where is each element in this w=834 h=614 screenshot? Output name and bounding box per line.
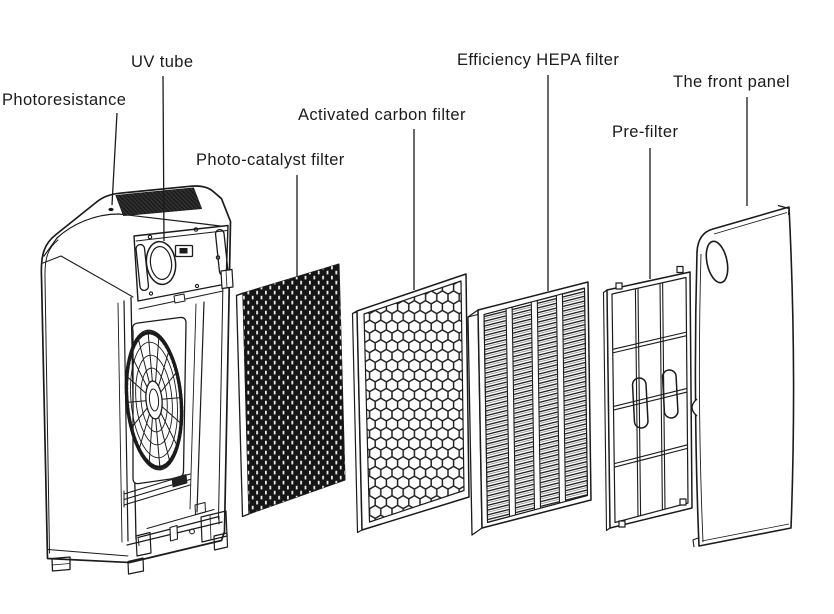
photo-catalyst-filter	[235, 263, 346, 518]
prefilter-frame-inner	[611, 276, 689, 524]
leader-photoresistance	[111, 112, 118, 206]
upper-back-panel	[133, 224, 234, 310]
pre-filter	[602, 265, 693, 532]
right-foot	[200, 510, 229, 551]
front-panel-hole	[705, 240, 729, 284]
slide-rails	[123, 473, 191, 508]
cap-front-edge	[43, 213, 229, 257]
switch	[174, 244, 194, 258]
photoresistance-sensor	[108, 207, 114, 212]
fan-hub	[145, 380, 163, 420]
top-air-outlet-vent	[115, 187, 202, 216]
leader-uv-tube	[162, 75, 165, 242]
base-notch	[169, 524, 179, 542]
leader-lines	[111, 75, 748, 291]
panel-band-tab	[173, 293, 186, 304]
label-photoresistance: Photoresistance	[2, 91, 127, 109]
label-photo-catalyst-filter: Photo-catalyst filter	[196, 151, 345, 169]
left-foot	[51, 556, 71, 572]
side-hook-bracket	[220, 268, 234, 290]
hepa-dividers	[505, 293, 567, 517]
screw-holes	[147, 227, 221, 296]
front-panel-face	[694, 206, 795, 547]
left-vent-slot	[135, 243, 150, 292]
purifier-body	[40, 185, 234, 575]
prefilter-frame	[606, 271, 693, 529]
label-pre-filter: Pre-filter	[612, 123, 679, 141]
base	[47, 502, 229, 575]
corner-inner-line	[44, 239, 59, 554]
fan-blades	[125, 329, 183, 471]
center-foot	[127, 531, 152, 575]
fan	[124, 329, 184, 471]
label-activated-carbon-filter: Activated carbon filter	[298, 106, 466, 124]
front-panel-grip-notch	[691, 398, 698, 417]
prefilter-handles	[631, 369, 679, 429]
label-front-panel: The front panel	[673, 73, 790, 91]
carbon-honeycomb	[363, 280, 465, 523]
cap-side-seam	[42, 255, 134, 298]
activated-carbon-filter	[351, 273, 470, 534]
efficiency-hepa-filter	[467, 281, 592, 536]
label-uv-tube: UV tube	[131, 53, 194, 71]
label-efficiency-hepa-filter: Efficiency HEPA filter	[457, 51, 620, 69]
prefilter-tabs	[615, 265, 687, 528]
front-panel	[691, 204, 795, 548]
front-panel-flange	[777, 204, 790, 216]
